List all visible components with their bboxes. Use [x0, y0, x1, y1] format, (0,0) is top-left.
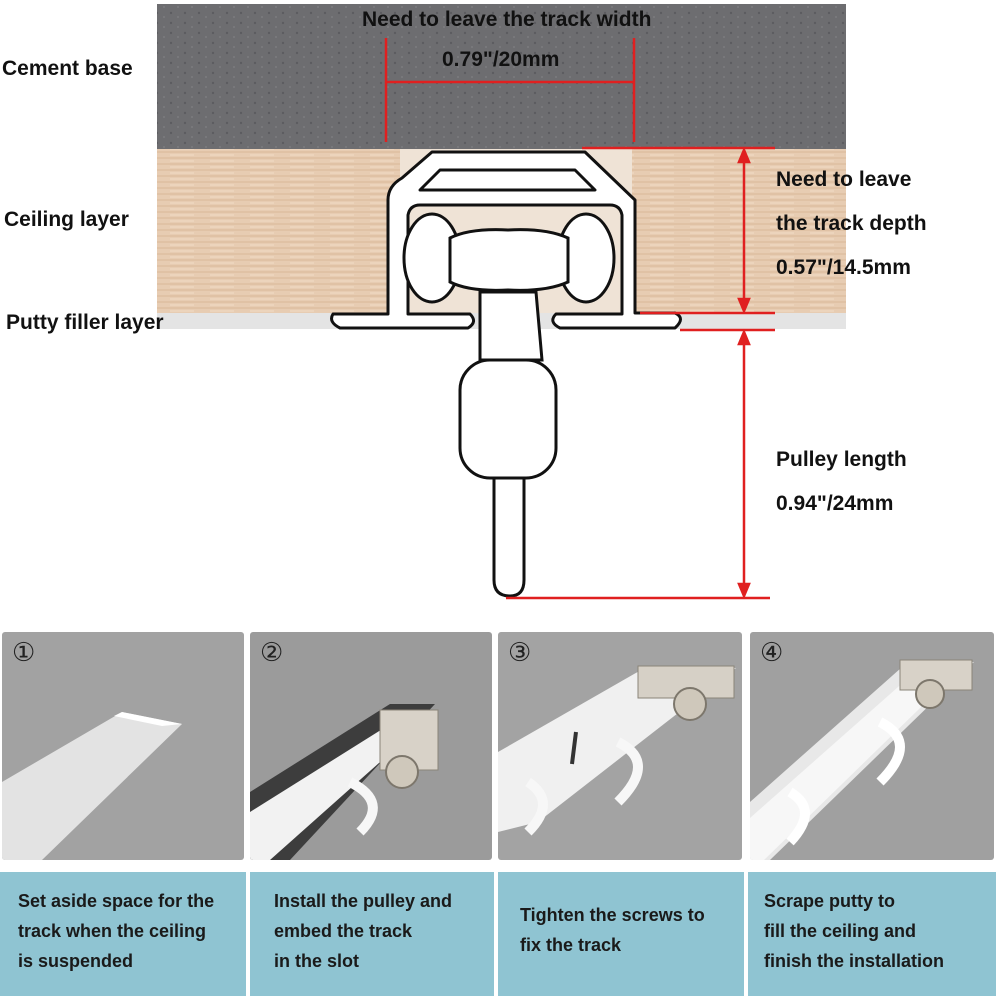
track-width-title: Need to leave the track width [362, 8, 652, 31]
pulley-length-label: Pulley length 0.94"/24mm [776, 438, 907, 526]
step-3-image: ③ [498, 632, 742, 860]
step-1-caption: Set aside space for the track when the c… [0, 872, 246, 996]
track-depth-line1: Need to leave [776, 168, 912, 191]
track-depth-value: 0.57"/14.5mm [776, 256, 911, 279]
track-cross-section-diagram [157, 4, 846, 600]
step-2-image: ② [250, 632, 492, 860]
caption-line: Tighten the screws to [520, 905, 705, 925]
caption-line: fill the ceiling and [764, 921, 917, 941]
track-depth-label: Need to leave the track depth 0.57"/14.5… [776, 158, 927, 290]
track-depth-line2: the track depth [776, 212, 927, 235]
step-4-image: ④ [750, 632, 994, 860]
step-3-illustration [498, 665, 736, 836]
caption-line: embed the track [274, 921, 413, 941]
pulley-dimension-lines [506, 328, 775, 600]
step-1-image: ① [2, 632, 244, 860]
step-2-illustration [250, 704, 439, 860]
depth-dimension-lines [582, 146, 775, 315]
caption-line: in the slot [274, 951, 359, 971]
caption-line: is suspended [18, 951, 134, 971]
step-3-number: ③ [508, 638, 532, 668]
pulley-length-title: Pulley length [776, 448, 907, 471]
step-1-illustration [2, 712, 182, 860]
step-4-caption: Scrape putty to fill the ceiling and fin… [748, 872, 996, 996]
ceiling-layer-label: Ceiling layer [4, 208, 129, 231]
caption-line: track when the ceiling [18, 921, 207, 941]
step-4-number: ④ [760, 638, 784, 668]
cement-base-layer [157, 4, 846, 149]
step-2-caption: Install the pulley and embed the track i… [250, 872, 494, 996]
caption-line: Set aside space for the [18, 891, 215, 911]
pulley [402, 212, 616, 598]
pulley-length-value: 0.94"/24mm [776, 492, 894, 515]
cement-base-label: Cement base [2, 57, 133, 80]
step-3-caption: Tighten the screws to fix the track [498, 872, 744, 996]
caption-line: fix the track [520, 935, 622, 955]
step-4-illustration [750, 659, 974, 860]
step-2-number: ② [260, 638, 284, 668]
putty-filler-label: Putty filler layer [6, 311, 164, 334]
caption-line: Scrape putty to [764, 891, 896, 911]
step-1-number: ① [12, 638, 36, 668]
track-width-value: 0.79"/20mm [442, 48, 560, 71]
width-dimension-lines [384, 38, 636, 142]
track-profile [330, 150, 682, 330]
caption-line: Install the pulley and [274, 891, 453, 911]
caption-line: finish the installation [764, 951, 945, 971]
